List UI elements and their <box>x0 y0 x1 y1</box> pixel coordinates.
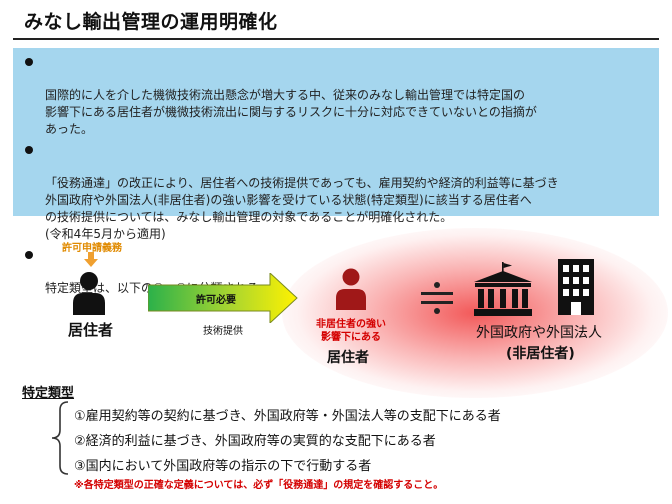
specific-types-heading: 特定類型 <box>22 386 75 401</box>
type-item: ①雇用契約等の契約に基づき、外国政府等・外国法人等の支配下にある者 <box>74 409 501 424</box>
permit-obligation-label: 許可申請義務 <box>62 243 122 254</box>
info-box: 国際的に人を介した機微技術流出懸念が増大する中、従来のみなし輸出管理では特定国の… <box>13 48 659 295</box>
title-underline <box>13 38 659 40</box>
resident-label: 居住者 <box>68 321 114 339</box>
brace-icon <box>51 401 69 475</box>
person-icon <box>336 268 366 310</box>
bullet-icon <box>25 58 33 66</box>
info-bullet: 国際的に人を介した機微技術流出懸念が増大する中、従来のみなし輸出管理では特定国の… <box>23 53 649 138</box>
type-item: ③国内において外国政府等の指示の下で行動する者 <box>74 459 372 474</box>
down-arrow-icon <box>84 252 98 267</box>
foreign-gov-corp-label: 外国政府や外国法人 <box>476 325 602 341</box>
permit-required-label: 許可必要 <box>196 295 236 306</box>
approx-equal-icon <box>421 282 453 314</box>
right-arrow-icon <box>148 273 298 323</box>
influence-note: 非居住者の強い 影響下にある <box>316 319 386 343</box>
bullet-icon <box>25 251 33 259</box>
page-title: みなし輸出管理の運用明確化 <box>24 11 278 33</box>
bullet-icon <box>25 146 33 154</box>
government-building-icon <box>474 262 532 316</box>
info-bullet: 「役務通達」の改正により、居住者への技術提供であっても、雇用契約や経済的利益等に… <box>23 141 649 243</box>
non-resident-label: (非居住者) <box>506 346 575 362</box>
definition-footnote: ※各特定類型の正確な定義については、必ず「役務通達」の規定を確認すること。 <box>74 480 444 491</box>
person-icon <box>73 272 105 315</box>
info-bullet-text: 「役務通達」の改正により、居住者への技術提供であっても、雇用契約や経済的利益等に… <box>45 176 559 241</box>
tech-provision-label: 技術提供 <box>203 326 243 337</box>
office-building-icon <box>558 259 594 315</box>
info-bullet-text: 国際的に人を介した機微技術流出懸念が増大する中、従来のみなし輸出管理では特定国の… <box>45 88 537 136</box>
type-item: ②経済的利益に基づき、外国政府等の実質的な支配下にある者 <box>74 434 436 449</box>
resident-label: 居住者 <box>327 350 369 366</box>
